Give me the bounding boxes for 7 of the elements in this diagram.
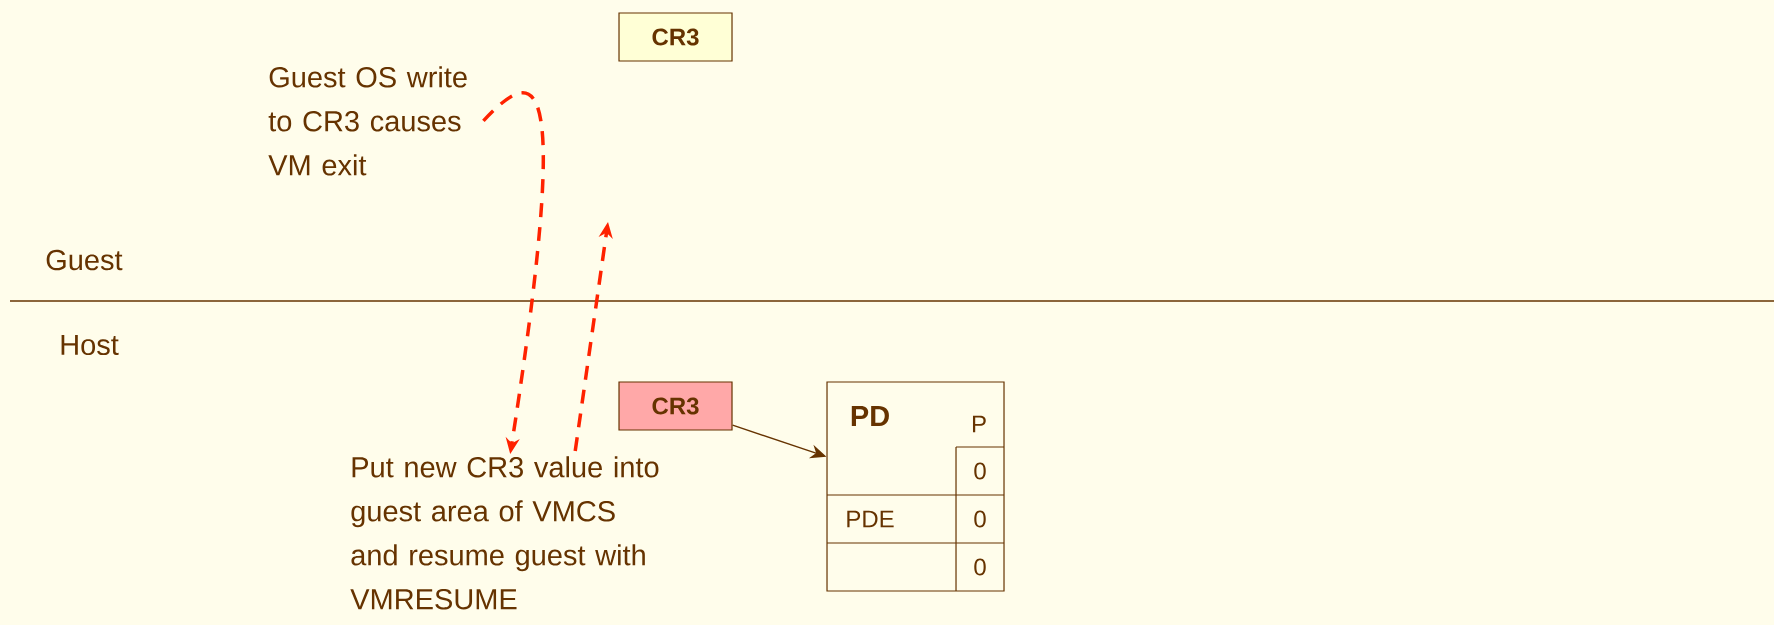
note-text: Put new CR3 value into guest area of VMCS and resume guest with VMRESUME [350, 456, 659, 610]
note-text: Guest OS write to CR3 causes VM exit [268, 66, 467, 176]
register-box: CR3 [618, 381, 733, 431]
section-label: Guest [46, 249, 123, 271]
register-box: CR3 [618, 12, 733, 62]
section-label: Host [61, 334, 119, 356]
page-table: PD P 0 PDE 0 0 [826, 381, 1005, 592]
